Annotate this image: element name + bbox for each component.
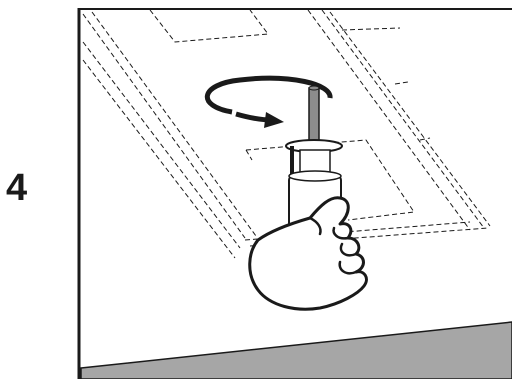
- frame: [77, 8, 512, 379]
- floor-strip: [80, 321, 512, 379]
- ceiling-panel-outline: [82, 9, 491, 259]
- rotation-arrow-icon: [205, 75, 333, 128]
- hand-icon: [248, 196, 368, 311]
- step-number: 4: [6, 167, 28, 209]
